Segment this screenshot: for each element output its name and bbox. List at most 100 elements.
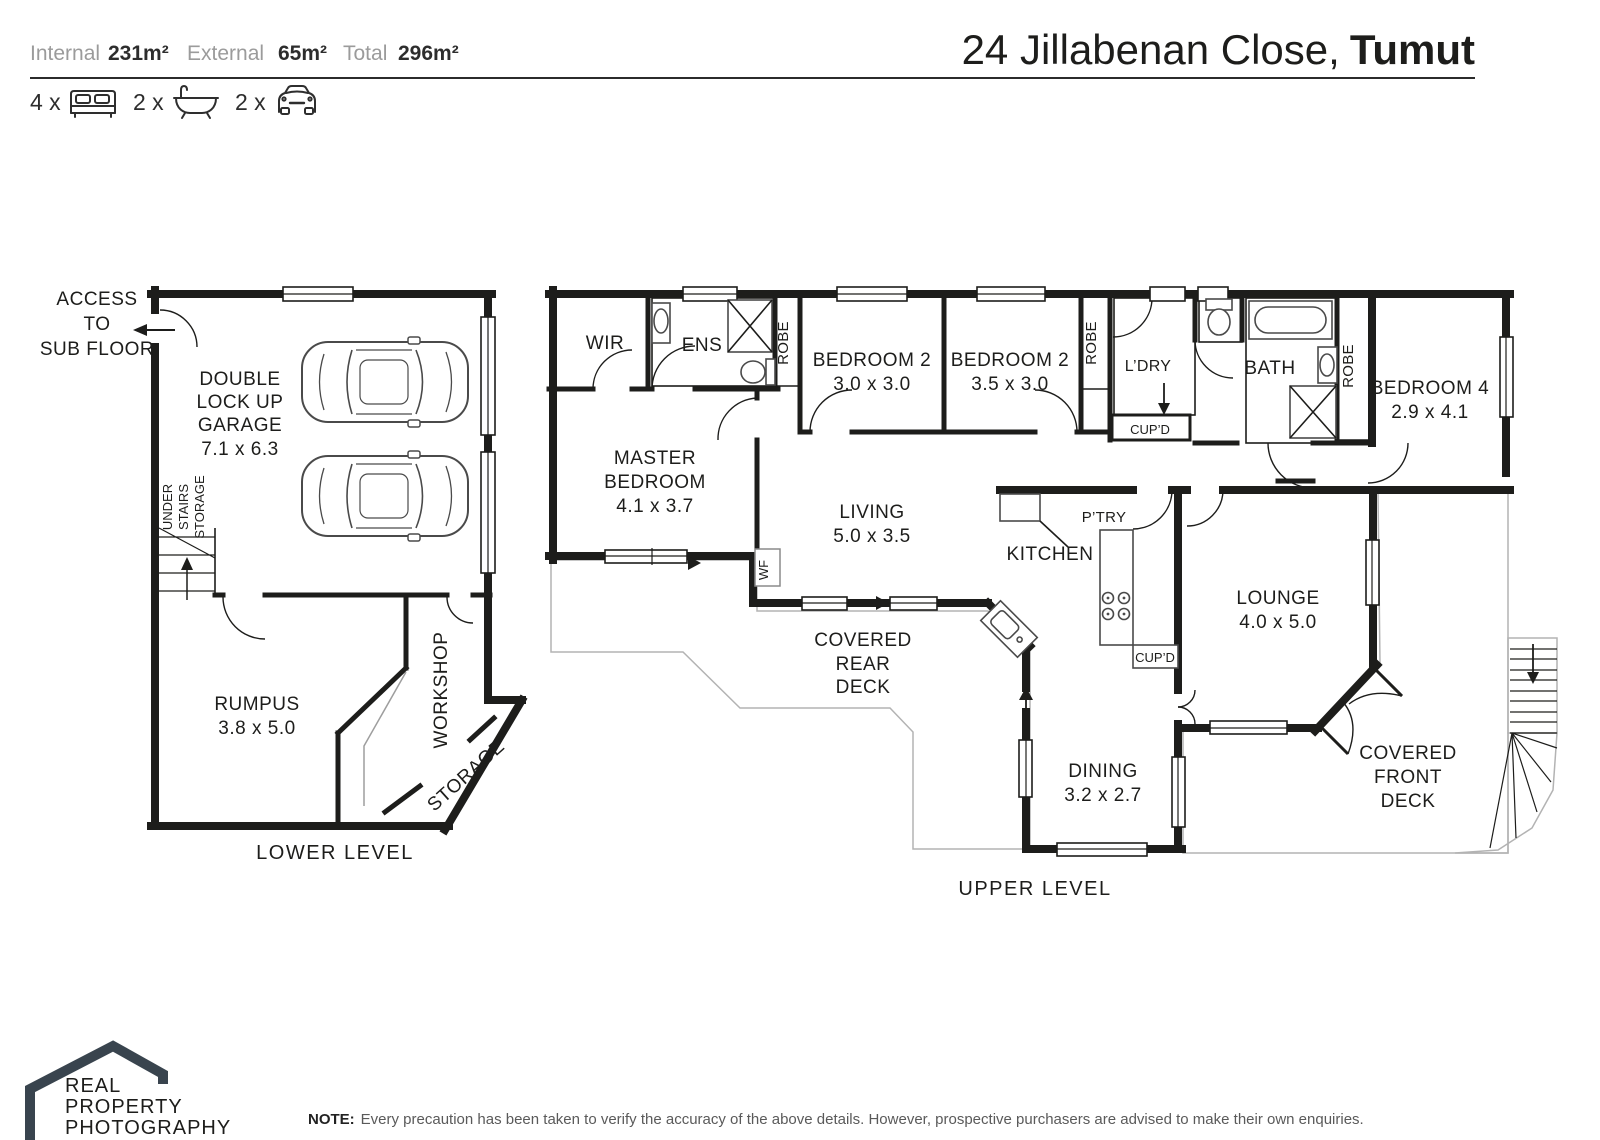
dining-entry-arrow bbox=[1019, 687, 1033, 712]
logo-text-3: PHOTOGRAPHY bbox=[65, 1117, 231, 1139]
external-value: 65m² bbox=[278, 42, 327, 65]
lower-level-plan: ACCESS TO SUB FLOOR DOUBLE LOCK UP GARAG… bbox=[40, 286, 528, 864]
bed2a-dims: 3.0 x 3.0 bbox=[833, 374, 910, 395]
kitchen-label: KITCHEN bbox=[1007, 544, 1094, 565]
hall-cupboard-label: CUP’D bbox=[1130, 422, 1170, 437]
robe2-label: ROBE bbox=[1083, 321, 1100, 365]
car-icon bbox=[278, 85, 316, 115]
living-label: LIVING bbox=[839, 502, 904, 523]
garage-label-1: DOUBLE bbox=[199, 369, 280, 390]
ensuite-label: ENS bbox=[682, 335, 723, 356]
kitchen-cupboard-box bbox=[1132, 644, 1179, 669]
master-label-2: BEDROOM bbox=[604, 472, 706, 493]
robe-shelf-lines bbox=[775, 385, 1368, 441]
logo-house-icon bbox=[25, 1040, 168, 1140]
lower-stairs bbox=[158, 527, 216, 600]
dining-dims: 3.2 x 2.7 bbox=[1064, 785, 1141, 806]
stairs-down-arrow bbox=[1527, 672, 1539, 684]
bed4-dims: 2.9 x 4.1 bbox=[1391, 402, 1468, 423]
front-deck-label-1: COVERED bbox=[1359, 743, 1456, 764]
kitchen-cupboard-label: CUP’D bbox=[1135, 650, 1175, 665]
rumpus-dims: 3.8 x 5.0 bbox=[218, 718, 295, 739]
total-value: 296m² bbox=[398, 42, 459, 65]
rear-entry-arrow-2 bbox=[876, 596, 889, 610]
dining-label: DINING bbox=[1068, 761, 1138, 782]
bath-label: BATH bbox=[1244, 358, 1295, 379]
kitchen-fixtures bbox=[979, 493, 1179, 669]
rear-deck-label-3: DECK bbox=[836, 677, 891, 698]
front-deck-stairs bbox=[1454, 637, 1558, 854]
robe3-label: ROBE bbox=[1340, 344, 1357, 388]
wir-label: WIR bbox=[586, 333, 624, 354]
rear-deck-label-1: COVERED bbox=[814, 630, 911, 651]
bath-count: 2 x bbox=[133, 89, 164, 115]
workshop-label: WORKSHOP bbox=[431, 632, 452, 749]
front-deck-label-2: FRONT bbox=[1374, 767, 1442, 788]
garage-label-3: GARAGE bbox=[198, 415, 282, 436]
header: Internal 231m² External 65m² Total 296m²… bbox=[30, 26, 1475, 119]
rumpus-door-arc bbox=[222, 596, 266, 640]
lounge-dims: 4.0 x 5.0 bbox=[1239, 612, 1316, 633]
bed2b-label: BEDROOM 2 bbox=[951, 350, 1070, 371]
rumpus-label: RUMPUS bbox=[214, 694, 299, 715]
front-deck-label-3: DECK bbox=[1381, 791, 1436, 812]
access-arrow bbox=[133, 324, 175, 336]
access-label-1: ACCESS bbox=[56, 289, 137, 310]
disclaimer-note: NOTE:Every precaution has been taken to … bbox=[308, 1111, 1364, 1128]
robe1-label: ROBE bbox=[775, 321, 792, 365]
garage-car-2 bbox=[301, 450, 469, 542]
bed2b-dims: 3.5 x 3.0 bbox=[971, 374, 1048, 395]
internal-value: 231m² bbox=[108, 42, 169, 65]
kitchen-sink bbox=[979, 599, 1039, 659]
bed2a-label: BEDROOM 2 bbox=[813, 350, 932, 371]
garage-dims: 7.1 x 6.3 bbox=[201, 439, 278, 460]
bathroom-fixtures bbox=[1205, 298, 1338, 439]
storage-stub-walls bbox=[381, 714, 498, 816]
wf-box bbox=[754, 548, 781, 587]
garage-car-1 bbox=[301, 336, 469, 428]
hall-cupboard-box bbox=[1110, 413, 1192, 442]
rumpus-workshop-wall bbox=[334, 592, 410, 829]
upper-door-arcs bbox=[592, 297, 1409, 756]
access-label-2: TO bbox=[83, 314, 110, 335]
lower-windows bbox=[282, 286, 496, 574]
rear-deck-label-2: REAR bbox=[836, 654, 891, 675]
internal-label: Internal bbox=[30, 42, 100, 65]
storage-inner-line bbox=[363, 671, 407, 806]
cooktop bbox=[1101, 591, 1131, 621]
understairs-label-3: STORAGE bbox=[192, 475, 207, 539]
workshop-door-arc bbox=[446, 596, 474, 624]
rear-entry-arrow-1 bbox=[688, 556, 701, 570]
car-count: 2 x bbox=[235, 89, 266, 115]
stairs-up-arrow bbox=[181, 557, 193, 570]
access-label-3: SUB FLOOR bbox=[40, 339, 154, 360]
subfloor-door-arc bbox=[159, 309, 198, 348]
lounge-label: LOUNGE bbox=[1236, 588, 1319, 609]
external-label: External bbox=[187, 42, 264, 65]
pantry-label: P’TRY bbox=[1082, 509, 1127, 526]
laundry-arrow bbox=[1158, 383, 1170, 415]
logo-text-2: PROPERTY bbox=[65, 1096, 183, 1118]
total-label: Total bbox=[343, 42, 387, 65]
bed-count: 4 x bbox=[30, 89, 61, 115]
master-label-1: MASTER bbox=[614, 448, 696, 469]
lower-level-caption: LOWER LEVEL bbox=[256, 842, 414, 864]
laundry-label: L’DRY bbox=[1125, 358, 1172, 375]
upper-windows bbox=[604, 286, 1514, 857]
front-deck-area bbox=[1182, 491, 1509, 854]
laundry-tiles bbox=[1113, 297, 1196, 416]
logo-text-1: REAL bbox=[65, 1075, 121, 1097]
upper-level-caption: UPPER LEVEL bbox=[958, 878, 1111, 900]
bath-icon bbox=[173, 85, 219, 119]
garage-label-2: LOCK UP bbox=[197, 392, 284, 413]
page-title: 24 Jillabenan Close,Tumut bbox=[962, 26, 1475, 73]
upper-level-plan: WIR ENS ROBE ROBE ROBE MASTER BEDROOM 4.… bbox=[545, 286, 1558, 900]
wf-label: WF bbox=[756, 560, 771, 580]
bed4-label: BEDROOM 4 bbox=[1371, 378, 1490, 399]
footer: REAL PROPERTY PHOTOGRAPHY NOTE:Every pre… bbox=[25, 1040, 1364, 1140]
master-dims: 4.1 x 3.7 bbox=[616, 496, 693, 517]
bed-icon bbox=[70, 90, 116, 118]
ensuite-fixtures bbox=[651, 299, 776, 386]
understairs-label-2: STAIRS bbox=[176, 484, 191, 530]
